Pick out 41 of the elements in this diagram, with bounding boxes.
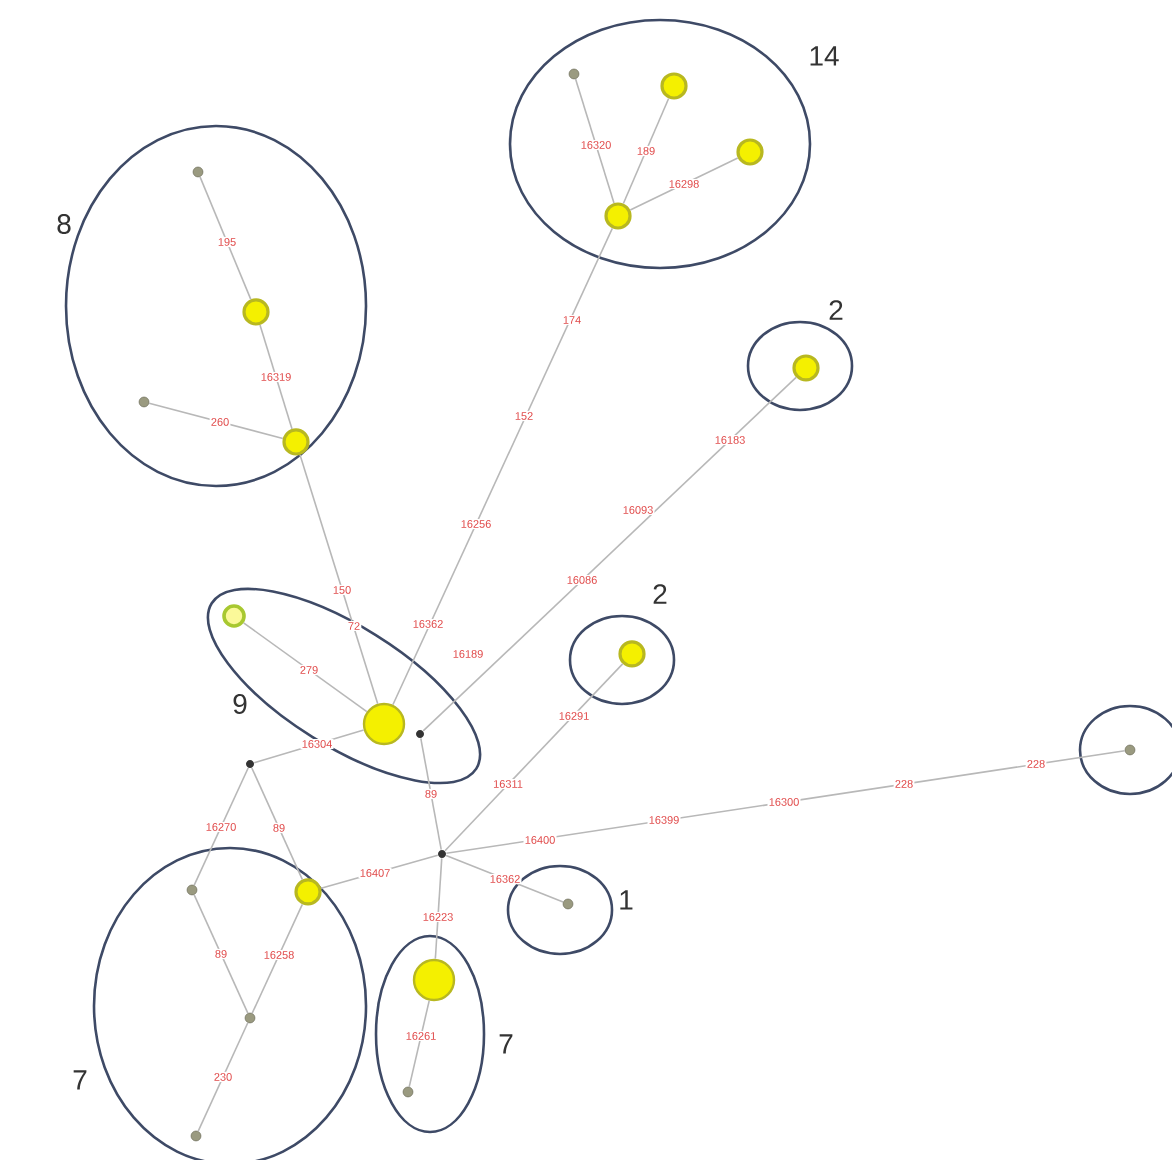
link-line <box>574 78 615 204</box>
link-line <box>434 857 443 960</box>
link-line <box>420 737 442 851</box>
link-line <box>622 97 670 205</box>
count-label: 2 <box>829 300 843 320</box>
link-line <box>445 854 564 903</box>
haplotype-circle <box>282 428 310 456</box>
link-line <box>392 227 614 706</box>
link-line <box>629 157 739 211</box>
link-line <box>199 176 252 301</box>
link-line <box>148 402 284 440</box>
haplotype-circle <box>660 72 688 100</box>
haplotype-circle <box>362 702 406 746</box>
haplotype-circle <box>242 298 270 326</box>
link-line <box>320 854 439 890</box>
link-line <box>422 376 797 732</box>
count-label: 8 <box>57 214 71 234</box>
haplotype-circle <box>412 958 456 1002</box>
haplotype-circle <box>604 202 632 230</box>
link-line <box>299 454 379 705</box>
link-line <box>408 999 431 1088</box>
count-label: 9 <box>233 694 247 714</box>
haplotype-circle <box>792 354 820 382</box>
haplotype-circle <box>222 604 246 628</box>
count-label: 7 <box>499 1034 513 1054</box>
link-line <box>193 767 249 886</box>
link-line <box>251 903 304 1014</box>
count-label: 7 <box>73 1070 87 1090</box>
link-line <box>444 663 624 852</box>
count-label: 2 <box>653 584 667 604</box>
haplotype-circle <box>736 138 764 166</box>
link-line <box>197 1022 249 1132</box>
link-line <box>253 729 365 764</box>
count-label: 1 <box>620 890 633 910</box>
link-line <box>445 749 1126 855</box>
count-label: 14 <box>810 46 839 66</box>
haplotype-circle <box>618 640 646 668</box>
link-line <box>251 767 304 881</box>
link-line <box>193 894 249 1014</box>
haplotype-circle <box>294 878 322 906</box>
link-line <box>259 324 293 430</box>
